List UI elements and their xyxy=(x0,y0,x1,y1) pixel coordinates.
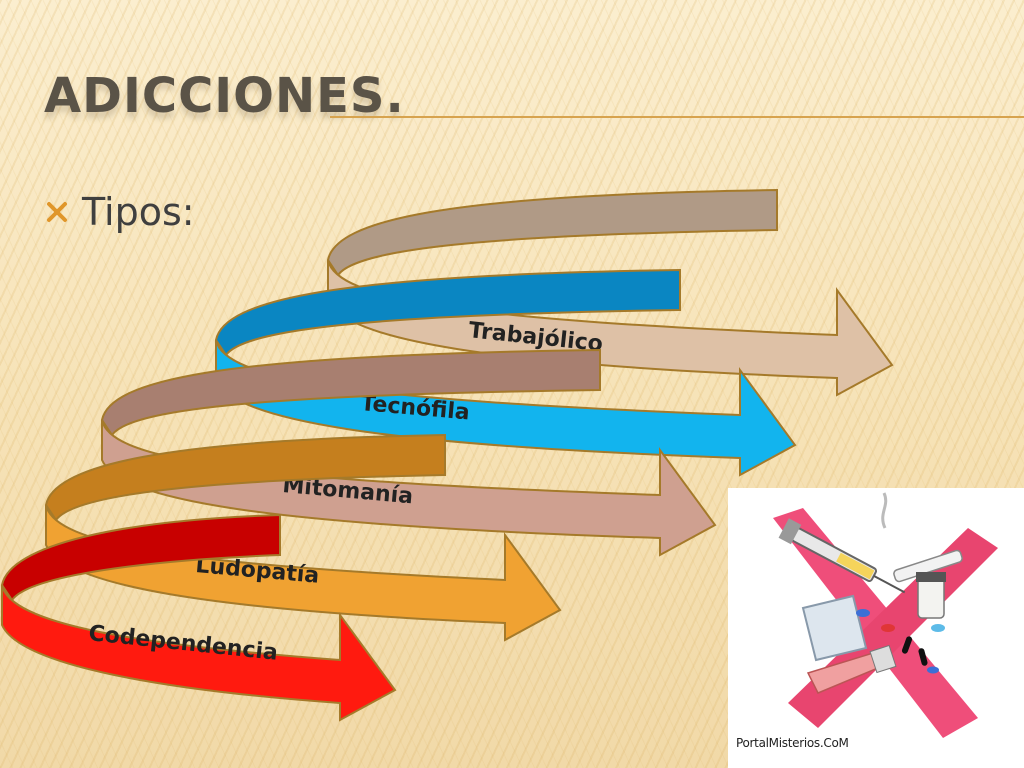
slide-title: ADICCIONES. xyxy=(44,68,405,124)
bullet-item: Tipos: xyxy=(46,190,195,234)
arrow-back-band xyxy=(44,433,446,522)
arrow-back-band xyxy=(214,268,681,357)
bullet-text: Tipos: xyxy=(82,190,195,234)
title-underline xyxy=(330,116,1024,118)
image-credit: PortalMisterios.CoM xyxy=(736,736,849,750)
no-drugs-icon xyxy=(773,492,998,738)
arrow-back-band xyxy=(326,188,778,277)
cross-bullet-icon xyxy=(47,202,67,222)
arrow-front-band xyxy=(0,584,397,722)
arrow-back-band xyxy=(100,348,601,437)
no-drugs-image: PortalMisterios.CoM xyxy=(728,488,1024,768)
arrow-back-band xyxy=(0,513,281,602)
